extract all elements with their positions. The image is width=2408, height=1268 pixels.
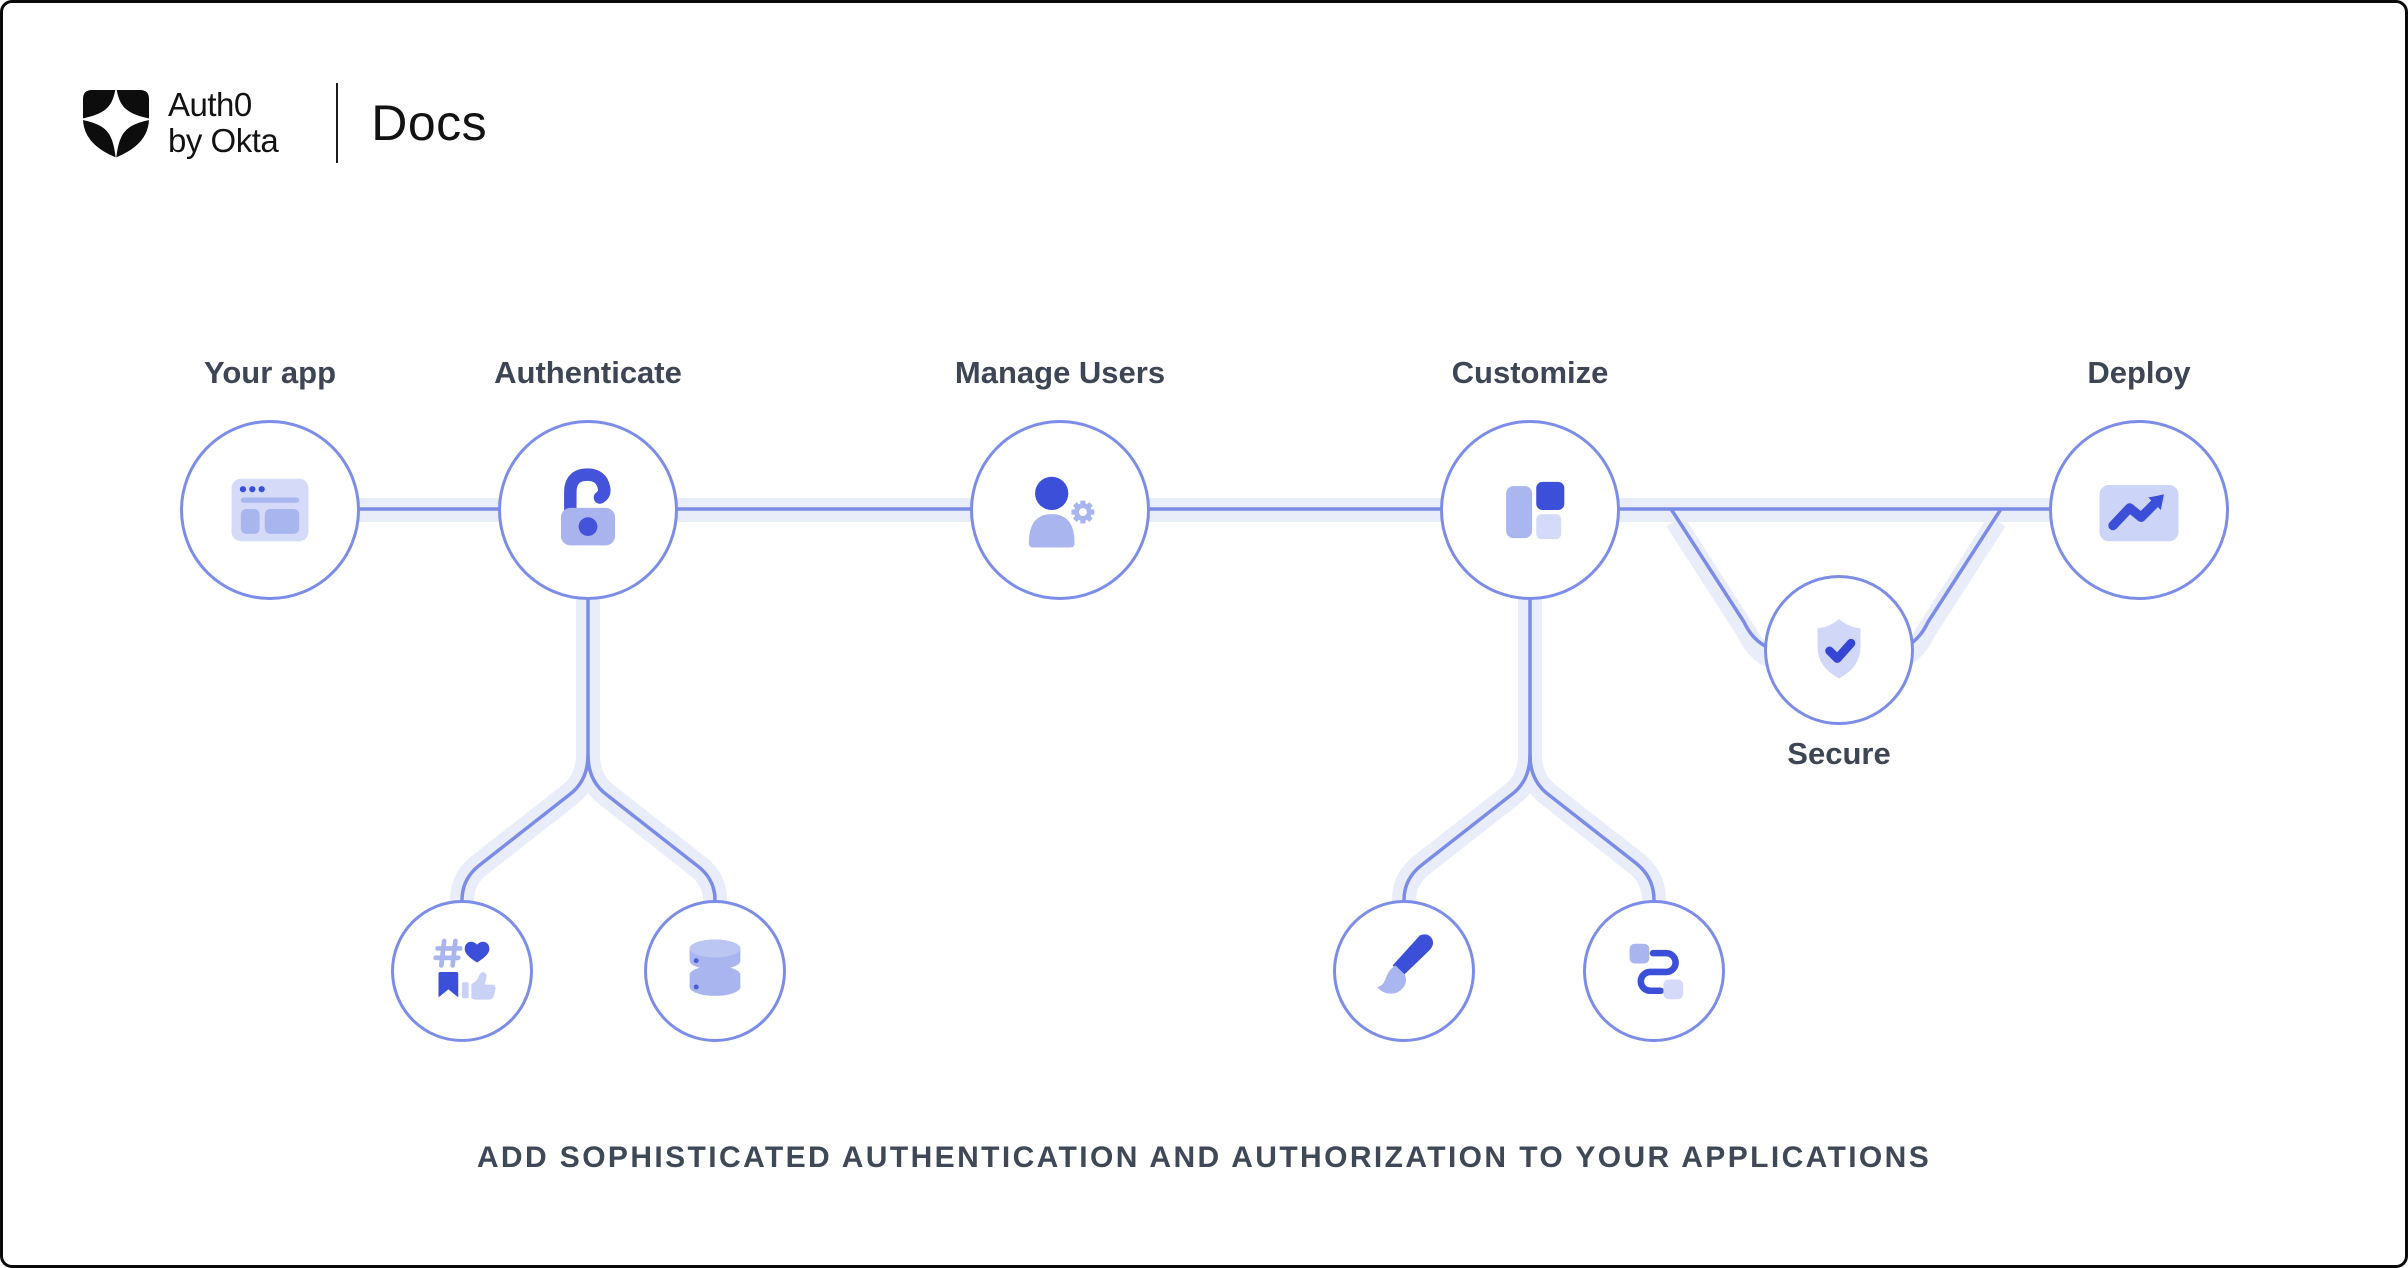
logo-divider — [336, 83, 339, 163]
workflow-route-icon — [1629, 943, 1684, 1000]
node-database — [644, 900, 786, 1042]
label-your-app: Your app — [203, 355, 337, 390]
shield-check-icon — [1817, 619, 1861, 679]
node-your-app — [180, 420, 360, 600]
label-authenticate: Authenticate — [494, 355, 682, 390]
social-engagement-icon — [433, 938, 496, 1000]
label-secure: Secure — [1787, 736, 1891, 771]
database-icon — [689, 939, 741, 996]
connector-lines — [270, 498, 2139, 971]
node-social-login — [391, 900, 533, 1042]
auth0-shield-logo-icon — [80, 85, 152, 161]
node-authenticate — [498, 420, 678, 600]
node-deploy — [2049, 420, 2229, 600]
node-workflow — [1583, 900, 1725, 1042]
product-name: Docs — [371, 95, 488, 151]
user-gear-icon — [1028, 476, 1095, 548]
label-manage-users: Manage Users — [954, 355, 1166, 390]
label-deploy: Deploy — [2087, 355, 2191, 390]
browser-window-icon — [231, 478, 309, 542]
layout-blocks-icon — [1506, 481, 1565, 540]
header-logo: Auth0 by Okta Docs — [80, 83, 487, 163]
node-branding — [1333, 900, 1475, 1042]
open-padlock-icon — [560, 468, 616, 546]
trend-up-chart-icon — [2099, 485, 2179, 542]
node-customize — [1440, 420, 1620, 600]
paintbrush-icon — [1377, 934, 1434, 994]
tagline: ADD SOPHISTICATED AUTHENTICATION AND AUT… — [476, 1141, 1932, 1174]
brand-line1: Auth0 — [168, 86, 252, 123]
node-manage-users — [970, 420, 1150, 600]
label-customize: Customize — [1451, 355, 1609, 390]
brand-line2: by Okta — [168, 122, 279, 159]
brand-wordmark: Auth0 by Okta — [168, 86, 279, 159]
node-secure — [1764, 575, 1914, 725]
